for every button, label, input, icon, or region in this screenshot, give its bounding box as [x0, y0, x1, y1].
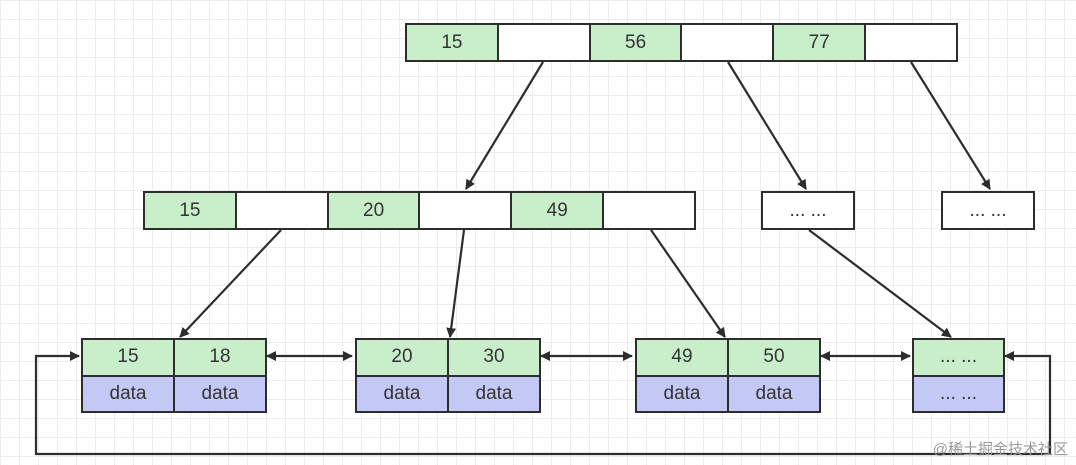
leaf-data: data [637, 376, 727, 411]
placeholder-text: ... ... [763, 193, 853, 228]
internal-pointer-2 [418, 193, 511, 228]
leaf-key: 49 [637, 340, 727, 375]
pointer-arrow-internal-20 [446, 229, 466, 338]
placeholder-node-2: ... ... [941, 191, 1035, 230]
internal-pointer-1 [234, 193, 327, 228]
leaf-node-2: 20 30 data data [355, 338, 541, 413]
leaf-data: data [83, 376, 173, 411]
leaf-wraparound-link [34, 351, 1052, 456]
leaf-node-3: 49 50 data data [635, 338, 821, 413]
internal-key-1: 15 [145, 193, 235, 228]
pointer-arrow-root-15 [465, 61, 544, 190]
leaf-node-1: 15 18 data data [81, 338, 267, 413]
pointer-arrow-internal-49 [650, 229, 726, 338]
placeholder-text: ... ... [943, 193, 1033, 228]
leaf-data: data [727, 376, 819, 411]
leaf-key: 50 [727, 340, 819, 375]
leaf-key: 18 [173, 340, 265, 375]
placeholder-node-1: ... ... [761, 191, 855, 230]
root-pointer-2 [680, 25, 773, 60]
internal-key-3: 49 [510, 193, 603, 228]
pointer-arrow-root-56 [727, 61, 807, 190]
root-key-2: 56 [588, 25, 681, 60]
leaf-key: 20 [357, 340, 447, 375]
leaf-placeholder-key: ... ... [914, 340, 1003, 375]
leaf-data: data [173, 376, 265, 411]
internal-key-2: 20 [326, 193, 419, 228]
leaf-key: 15 [83, 340, 173, 375]
leaf-key: 30 [447, 340, 539, 375]
leaf-placeholder-data: ... ... [914, 376, 1003, 411]
pointer-arrow-placeholder [808, 229, 952, 338]
internal-node: 15 20 49 [143, 191, 696, 230]
leaf-data: data [357, 376, 447, 411]
leaf-node-placeholder: ... ... ... ... [912, 338, 1005, 413]
pointer-arrow-root-77 [910, 61, 991, 190]
root-key-3: 77 [772, 25, 865, 60]
internal-pointer-3 [602, 193, 694, 228]
root-key-1: 15 [407, 25, 497, 60]
root-pointer-1 [496, 25, 589, 60]
pointer-arrow-internal-15 [179, 229, 282, 338]
watermark-text: @稀土掘金技术社区 [932, 441, 1068, 458]
root-node: 15 56 77 [405, 23, 958, 62]
root-pointer-3 [864, 25, 956, 60]
leaf-data: data [447, 376, 539, 411]
